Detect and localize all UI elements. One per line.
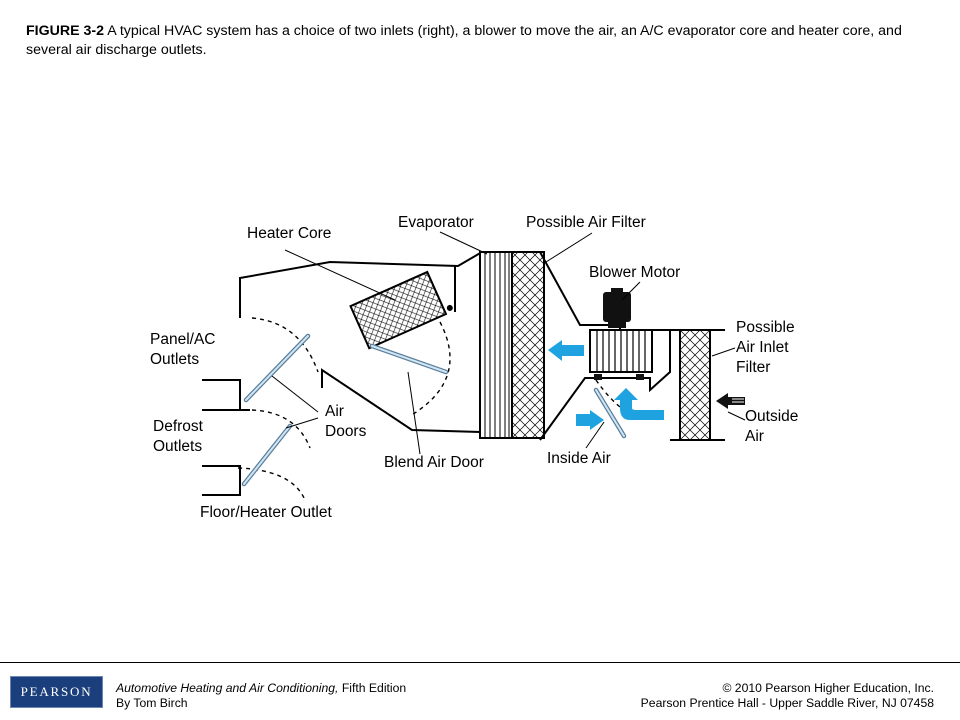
label-possible-air-inlet-filter: Possible xyxy=(736,319,795,336)
label-floor-heater-outlet: Floor/Heater Outlet xyxy=(200,504,332,521)
label-blend-air-door: Blend Air Door xyxy=(384,454,484,471)
publisher-info: © 2010 Pearson Higher Education, Inc. Pe… xyxy=(641,681,934,711)
blower-motor xyxy=(603,292,631,322)
airflow-arrow-left xyxy=(548,340,584,361)
label-outside-air-2: Air xyxy=(745,428,764,445)
copyright-text: © 2010 Pearson Higher Education, Inc. xyxy=(722,681,934,695)
label-blower-motor: Blower Motor xyxy=(589,264,680,281)
label-air-doors-2: Doors xyxy=(325,423,367,440)
book-author: By Tom Birch xyxy=(116,696,188,710)
footer-divider xyxy=(0,662,960,663)
label-defrost-outlets-2: Outlets xyxy=(153,438,202,455)
panel-outlet-lip xyxy=(202,379,241,411)
blower-duct-lower xyxy=(539,338,671,441)
label-panel-ac-outlets: Panel/AC xyxy=(150,331,215,348)
possible-air-inlet-filter xyxy=(679,329,711,441)
pearson-logo: PEARSON xyxy=(10,676,103,708)
label-heater-core: Heater Core xyxy=(247,225,331,242)
label-evaporator: Evaporator xyxy=(398,214,474,231)
publisher-text: Pearson Prentice Hall - Upper Saddle Riv… xyxy=(640,696,934,710)
door-swing-arcs xyxy=(237,317,625,501)
airflow-arrow-inside xyxy=(576,410,604,430)
diagram-labels: Heater Core Evaporator Possible Air Filt… xyxy=(150,214,798,521)
book-info: Automotive Heating and Air Conditioning,… xyxy=(116,681,406,711)
label-possible-air-filter: Possible Air Filter xyxy=(526,214,646,231)
label-air-doors: Air xyxy=(325,403,344,420)
label-panel-ac-outlets-2: Outlets xyxy=(150,351,199,368)
figure-label: FIGURE 3-2 xyxy=(26,23,105,39)
heater-core xyxy=(349,270,453,350)
figure-caption: FIGURE 3-2 A typical HVAC system has a c… xyxy=(26,22,931,60)
evaporator-core xyxy=(479,251,545,439)
blower-assembly xyxy=(589,288,653,380)
label-outside-air: Outside xyxy=(745,408,798,425)
hvac-diagram: Heater Core Evaporator Possible Air Filt… xyxy=(150,214,798,521)
caption-text: A typical HVAC system has a choice of tw… xyxy=(26,23,902,58)
possible-air-filter xyxy=(511,251,545,439)
book-title: Automotive Heating and Air Conditioning, xyxy=(116,681,339,695)
label-defrost-outlets: Defrost xyxy=(153,418,204,435)
label-possible-air-inlet-filter-3: Filter xyxy=(736,359,770,376)
outside-air-arrow xyxy=(716,393,745,409)
label-possible-air-inlet-filter-2: Air Inlet xyxy=(736,339,789,356)
book-edition: Fifth Edition xyxy=(338,681,407,695)
airflow-arrows xyxy=(548,340,664,430)
label-inside-air: Inside Air xyxy=(547,450,611,467)
airflow-arrow-curved xyxy=(614,388,664,420)
leader-lines xyxy=(271,231,746,455)
defrost-outlet-lip xyxy=(202,465,241,496)
